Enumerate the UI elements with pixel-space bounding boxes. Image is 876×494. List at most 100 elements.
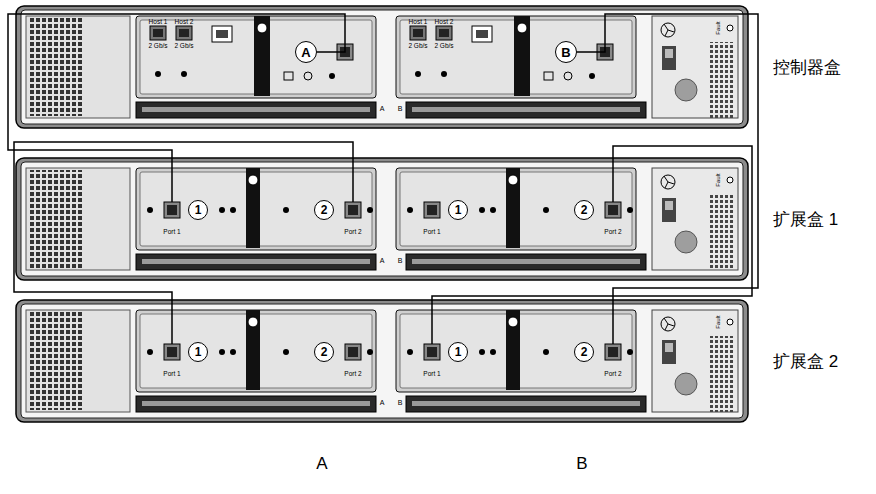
tray-bezel <box>16 158 748 280</box>
callout-number: 1 <box>188 342 208 362</box>
status-icon <box>304 72 312 80</box>
fan-icon <box>664 318 674 330</box>
controller-letter: B <box>561 46 570 59</box>
power-switch <box>662 340 676 364</box>
port-connector: Port 1 <box>421 344 443 380</box>
tray-chassis <box>16 158 748 280</box>
port-connector: Port 1 <box>421 202 443 238</box>
expansion-port <box>608 347 618 357</box>
handle-rail <box>136 102 376 118</box>
vent-grill <box>28 312 82 410</box>
vent-grill <box>26 310 130 412</box>
led-symbol <box>230 349 236 355</box>
fan-icon <box>664 176 674 188</box>
reset-button <box>675 231 697 253</box>
port-label: Port 1 <box>163 371 180 378</box>
tray-face <box>21 304 743 418</box>
vent-grill <box>28 18 82 116</box>
led-symbol <box>479 349 485 355</box>
cable <box>14 142 353 344</box>
lever-screw <box>508 175 518 185</box>
host-port <box>410 26 426 40</box>
handle-rail <box>136 254 376 270</box>
expansion-port <box>167 347 177 357</box>
lever-screw <box>248 175 258 185</box>
ethernet-port <box>216 30 228 38</box>
speed-caption: 2 Gb/s <box>148 43 167 50</box>
handle-rail <box>142 259 370 264</box>
status-icon <box>329 73 335 79</box>
controller-badge: B <box>555 41 577 63</box>
status-icon <box>284 72 293 80</box>
status-icon <box>181 71 187 77</box>
callout-number: 2 <box>314 200 334 220</box>
led-symbol <box>627 207 633 213</box>
host-port <box>436 26 452 40</box>
vent-grill <box>710 336 734 412</box>
module-panel <box>136 16 376 98</box>
callout-number: 1 <box>188 200 208 220</box>
status-icon <box>415 71 421 77</box>
handle-rail <box>142 107 370 112</box>
fan-icon <box>661 175 675 189</box>
handle-rail <box>406 102 646 118</box>
slot-letter: A <box>380 399 385 406</box>
led-caption: Fault <box>715 315 721 328</box>
column-letter: B <box>576 455 587 472</box>
fan-icon <box>661 317 675 331</box>
port-caption: Host 1 <box>409 19 428 26</box>
host-port <box>413 29 423 37</box>
controller-badge: A <box>295 41 317 63</box>
module-panel <box>396 16 636 98</box>
host-port <box>179 29 189 37</box>
ethernet-port <box>212 26 232 42</box>
status-icon <box>155 71 161 77</box>
port-label: Port 1 <box>423 229 440 236</box>
handle-rail <box>136 396 376 412</box>
led-symbol <box>479 207 485 213</box>
lever-screw <box>257 23 267 33</box>
release-lever <box>506 310 520 390</box>
led-symbol <box>407 349 413 355</box>
expansion-port <box>348 205 358 215</box>
led-symbol <box>490 349 496 355</box>
expansion-port <box>345 202 361 218</box>
port-caption: Host 2 <box>435 19 454 26</box>
led-symbol <box>727 25 733 31</box>
status-panel <box>652 168 738 270</box>
expansion-port <box>167 205 177 215</box>
status-icon <box>441 71 447 77</box>
slot-letter: B <box>398 399 403 406</box>
expansion-port <box>605 202 621 218</box>
speed-caption: 2 Gb/s <box>174 43 193 50</box>
port-connector: Port 2 <box>342 344 364 380</box>
port-connector: Port 2 <box>342 202 364 238</box>
led-symbol <box>727 319 733 325</box>
port-label: Port 2 <box>604 229 621 236</box>
status-panel <box>652 310 738 412</box>
host-port <box>153 29 163 37</box>
expansion-port <box>348 347 358 357</box>
slot-letter: A <box>380 105 385 112</box>
callout-number: 1 <box>448 342 468 362</box>
host-port <box>439 29 449 37</box>
vent-grill <box>710 42 734 118</box>
port-label: Port 2 <box>344 371 361 378</box>
handle-rail <box>406 254 646 270</box>
port-label: Port 1 <box>163 229 180 236</box>
host-port <box>150 26 166 40</box>
port-connector: Port 1 <box>161 202 183 238</box>
expansion-port <box>427 347 437 357</box>
callout-number: 1 <box>448 200 468 220</box>
lever-screw <box>508 317 518 327</box>
speed-caption: 2 Gb/s <box>408 43 427 50</box>
slot-letter: A <box>380 257 385 264</box>
expansion-port <box>424 202 440 218</box>
port-label: Port 2 <box>604 371 621 378</box>
release-lever <box>246 168 260 248</box>
led-symbol <box>543 207 549 213</box>
release-lever <box>246 310 260 390</box>
